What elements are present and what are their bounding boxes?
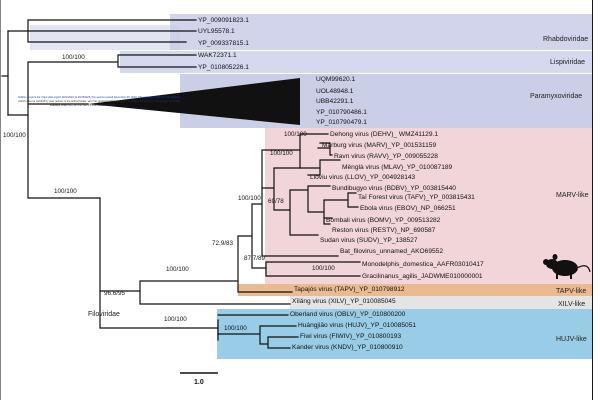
tip-label-t4: WAK72371.1 (198, 52, 237, 59)
tip-label-t10: YP_010790479.1 (316, 119, 367, 126)
support-labels: 100/100 100/100 100/100 100/100 100/100 … (3, 54, 335, 332)
tip-label-t28: Huángjiāo virus (HUJV)_YP_010085051 (298, 322, 416, 329)
tip-label-t18: Ebola virus (EBOV)_NP_066251 (360, 205, 456, 212)
support-mammal: 100/100 (312, 265, 335, 272)
tip-label-t11: Dehong virus (DEHV)_ WMZ41129.1 (330, 131, 438, 138)
scale-label: 1.0 (194, 379, 204, 386)
rhabdo-clade-band (170, 14, 592, 50)
support-6978: 69/78 (268, 198, 284, 205)
tip-label-t30: Kander virus (KNDV)_YP_010800910 (292, 344, 403, 351)
tip-label-t5: YP_010805226.1 (198, 64, 249, 71)
filo-branches (99, 197, 291, 341)
tip-label-t2: UYL95578.1 (198, 28, 235, 35)
mammal-branches (265, 261, 361, 277)
rhabdo-clade-band-inner (30, 25, 180, 50)
opossum-silhouette-icon (543, 254, 591, 279)
clade-label-xilv: XILV-like (558, 301, 585, 308)
tip-label-t22: Bat_filovirus_unnamed_AKO69552 (340, 248, 443, 255)
support-lispi: 100/100 (62, 54, 85, 61)
xilv-clade-band (290, 296, 592, 309)
rhabdo-branches (7, 19, 197, 43)
tip-label-t14: Měnglà virus (MLAV)_YP_010087189 (342, 164, 453, 171)
clade-backgrounds (30, 14, 592, 359)
preprint-overlay-line3: available under aCC-BY-NC-ND 4.0 Interna… (50, 103, 116, 107)
paramyxo-collapsed-triangle (88, 78, 300, 125)
tip-label-t12: Marburg virus (MARV)_YP_001531159 (322, 142, 436, 149)
tip-label-t26: Xīlǎng virus (XILV)_YP_010085045 (292, 298, 396, 305)
tip-label-t17: Taï Forest virus (TAFV)_YP_003815431 (358, 194, 475, 201)
lispi-clade-band (120, 51, 592, 73)
support-729: 72.9/83 (212, 240, 234, 247)
family-label-filoviridae: Filoviridae (88, 311, 120, 318)
support-dehv: 100/100 (284, 131, 307, 138)
tip-label-t21: Sudan virus (SUDV)_YP_138527 (320, 237, 418, 244)
tip-label-t9: YP_010790486.1 (316, 109, 367, 116)
tapv-clade-band (238, 284, 592, 296)
tip-label-t20: Reston virus (RESTV)_NP_690587 (332, 227, 436, 234)
dehv-branches (299, 133, 341, 176)
hujv-branches (217, 314, 299, 349)
tapv-marv-branches (237, 203, 293, 293)
tip-label-t3: YP_009337815.1 (198, 40, 249, 47)
support-marv: 100/100 (270, 150, 293, 157)
tip-label-t6: UQM99620.1 (316, 76, 356, 83)
tip-label-t1: YP_009091823.1 (198, 17, 249, 24)
tip-label-t7: UOL48948.1 (316, 88, 354, 95)
clade-label-marv: MARV-like (556, 192, 589, 199)
tip-label-t29: Fiwi virus (FIWIV)_YP_010800193 (300, 333, 401, 340)
tip-labels: YP_009091823.1 UYL95578.1 YP_009337815.1… (198, 17, 484, 351)
inner-branches (7, 54, 197, 199)
preprint-overlay-line1: bioRxiv preprint doi: https://doi.org/10… (18, 95, 180, 99)
tip-label-t25: Tapajós virus (TAPV)_YP_010798912 (294, 286, 405, 293)
support-ebola: 100/100 (238, 195, 261, 202)
support-877: 87.7/89 (244, 255, 266, 262)
tip-label-t16: Bundibugyo virus (BDBV)_YP_003815440 (332, 185, 456, 192)
tip-label-t19: Bombali virus (BOMV)_YP_009513282 (326, 217, 441, 224)
support-xilv: 100/100 (164, 316, 187, 323)
support-filo: 100/100 (54, 188, 77, 195)
support-tap: 100/100 (166, 266, 189, 273)
tip-label-t15: Lloviu virus (LLOV)_YP_004928143 (310, 174, 416, 181)
tree-branches (1, 19, 361, 349)
tip-label-t27: Oberland virus (OBLV)_YP_010800200 (290, 311, 406, 318)
tip-label-t13: Ravn virus (RAVV)_YP_009055228 (334, 153, 438, 160)
clade-label-lispi: Lispiviridae (550, 59, 585, 66)
clade-label-hujv: HUJV-like (556, 336, 587, 343)
support-root: 100/100 (3, 132, 26, 139)
tip-label-t24: Gracilinanus_agilis_JADWME010000001 (362, 273, 483, 280)
marv-branches (261, 149, 339, 257)
hujv-clade-band (217, 309, 592, 359)
preprint-overlay-line2: (which was not certified by peer review)… (18, 99, 181, 103)
support-966: 96.6/95 (104, 290, 126, 297)
marv-clade-band (265, 128, 592, 284)
tip-label-t23: Monodelphis_domestica_AAFR03010417 (362, 261, 484, 268)
support-hujv: 100/100 (224, 325, 247, 332)
ebola-branches (289, 185, 359, 236)
clade-label-tapv: TAPV-like (556, 288, 586, 295)
clade-label-rhabdo: Rhabdoviridae (543, 36, 588, 43)
tip-label-t8: UBB42291.1 (316, 98, 354, 105)
marburg-branches (317, 142, 333, 156)
clade-labels: Rhabdoviridae Lispiviridae Paramyxovirid… (530, 36, 589, 343)
clade-label-paramyxo: Paramyxoviridae (530, 93, 582, 100)
right-edge (592, 0, 593, 400)
left-edge (0, 0, 1, 400)
preprint-overlay: bioRxiv preprint doi: https://doi.org/10… (18, 95, 181, 107)
